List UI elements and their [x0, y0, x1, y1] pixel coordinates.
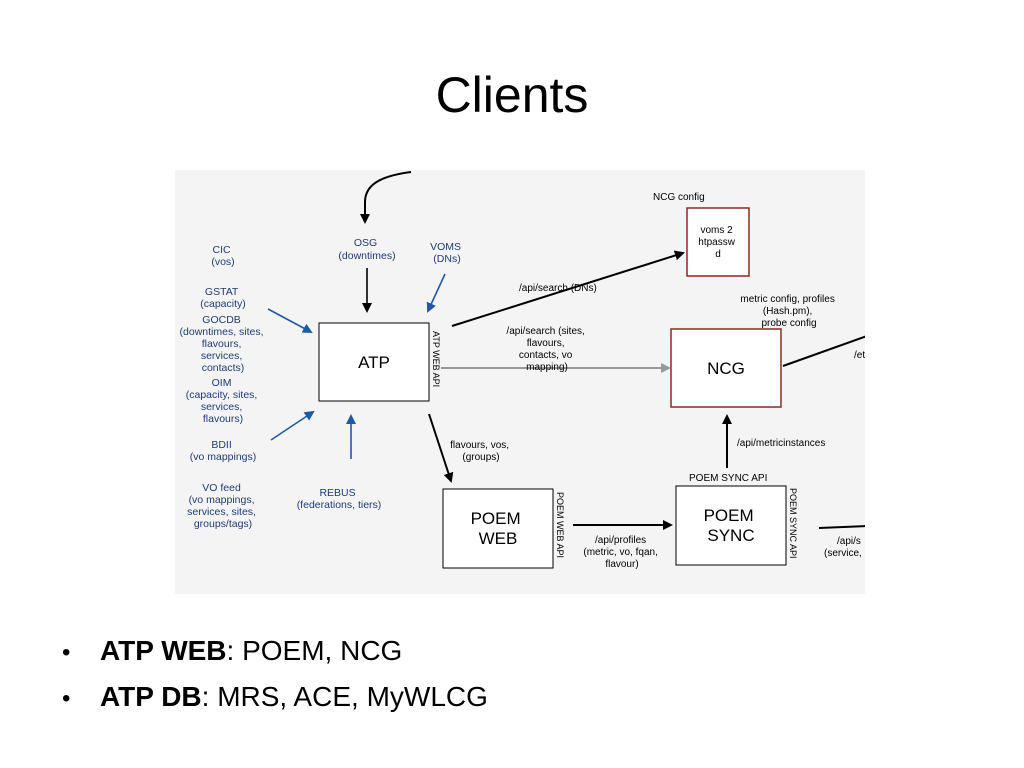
label-api-profiles: /api/profiles (metric, vo, fqan, flavour…	[583, 535, 660, 570]
arrow-poem-sync-to-right	[818, 525, 865, 529]
label-api-metricinstances: /api/metricinstances	[737, 438, 825, 449]
poem-sync-label: POEM SYNC	[704, 506, 759, 545]
atp-web-api-label: ATP WEB API	[431, 331, 441, 387]
source-osg: OSG (downtimes)	[338, 237, 395, 262]
bullet-text: : POEM, NCG	[226, 635, 403, 666]
poem-web-label: POEM WEB	[471, 509, 526, 548]
label-api-search-dns: /api/search (DNs)	[519, 283, 597, 294]
source-cic: CIC (vos)	[211, 244, 234, 268]
source-oim: OIM (capacity, sites, services, flavours…	[186, 377, 261, 425]
atp-box	[318, 322, 430, 402]
voms2-label: voms 2 htpassw d	[698, 225, 737, 260]
bullet-atp-db: • ATP DB: MRS, ACE, MyWLCG	[62, 674, 488, 720]
poem-sync-box	[675, 485, 787, 566]
poem-sync-api-label: POEM SYNC API	[788, 488, 798, 559]
source-gocdb: GOCDB (downtimes, sites, flavours, servi…	[180, 314, 267, 374]
arrow-gocdb-to-atp	[267, 308, 313, 333]
voms2-box	[686, 207, 750, 277]
bullet-atp-web: • ATP WEB: POEM, NCG	[62, 628, 488, 674]
poem-sync-top-label: POEM SYNC API	[689, 473, 767, 484]
poem-web-box	[442, 488, 554, 569]
source-vo-feed: VO feed (vo mappings, services, sites, g…	[187, 482, 259, 530]
top-curve-arrow	[360, 171, 412, 224]
arrow-atp-to-poem-web	[428, 413, 454, 483]
arrow-voms-to-atp	[426, 273, 446, 313]
bullet-dot-icon: •	[62, 685, 71, 712]
atp-label: ATP	[358, 353, 390, 372]
label-ncg-config: NCG config	[653, 192, 705, 203]
ncg-label: NCG	[707, 359, 745, 378]
ncg-box	[670, 328, 782, 408]
arrow-bdii-to-atp	[270, 410, 315, 441]
bullet-list: • ATP WEB: POEM, NCG • ATP DB: MRS, ACE, M…	[62, 628, 488, 720]
architecture-diagram: CIC (vos) GSTAT (capacity) GOCDB (downti…	[180, 171, 865, 570]
bullet-dot-icon: •	[62, 639, 71, 666]
label-metric-config: metric config, profiles (Hash.pm), probe…	[740, 294, 837, 329]
slide-title: Clients	[435, 67, 589, 123]
source-gstat: GSTAT (capacity)	[200, 286, 246, 310]
source-bdii: BDII (vo mappings)	[190, 439, 257, 463]
bullet-text: : MRS, ACE, MyWLCG	[201, 681, 488, 712]
poem-web-api-label: POEM WEB API	[555, 492, 565, 558]
label-api-s-cut: /api/s (service,	[824, 536, 864, 559]
source-rebus: REBUS (federations, tiers)	[297, 487, 382, 511]
label-api-search-sites: /api/search (sites, flavours, contacts, …	[506, 326, 587, 373]
bullet-bold: ATP WEB	[100, 635, 227, 666]
source-voms: VOMS (DNs)	[430, 241, 464, 265]
arrow-atp-to-voms2	[451, 250, 685, 327]
label-flavours-vos: flavours, vos, (groups)	[450, 440, 512, 463]
label-etc-cut: /etc	[854, 350, 865, 361]
bullet-bold: ATP DB	[100, 681, 202, 712]
arrow-ncg-to-right	[782, 335, 865, 367]
